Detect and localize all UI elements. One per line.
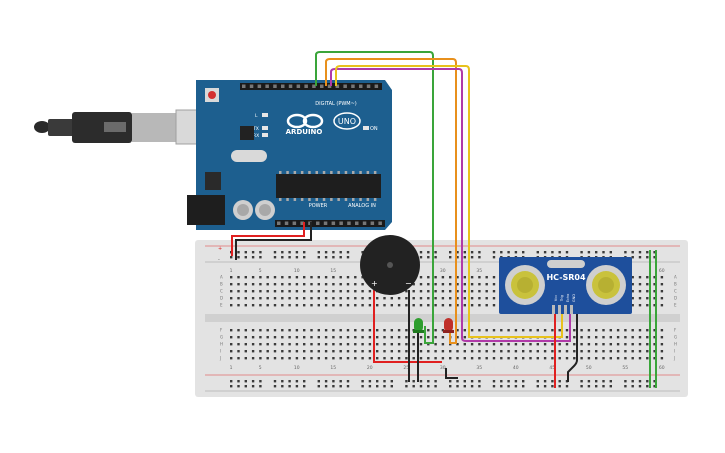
transducer-left (505, 265, 545, 305)
col-number: 50 (586, 365, 592, 371)
arduino-logo-icon (286, 112, 361, 130)
wire-red-5v[interactable] (231, 222, 305, 256)
dc-power-jack[interactable] (187, 195, 225, 225)
brand-label: ARDUINO (286, 128, 323, 136)
rail-minus-label: - (218, 257, 220, 263)
col-number: 60 (659, 365, 665, 371)
voltage-regulator (205, 172, 221, 190)
row-letter: F (674, 328, 677, 333)
row-letter: B (674, 282, 677, 287)
col-number: 5 (259, 365, 262, 371)
usb-cable[interactable] (34, 109, 205, 145)
row-letter: G (220, 335, 223, 340)
ultrasonic-sensor[interactable]: HC-SR04 Vcc Trig Echo GND (499, 257, 632, 314)
crystal-oscillator (231, 150, 267, 162)
usb-chip (240, 126, 254, 140)
rail-plus-label: + (218, 246, 222, 252)
sensor-name: HC-SR04 (546, 273, 586, 282)
col-number: 45 (549, 365, 555, 371)
row-letter: J (219, 356, 221, 361)
col-number: 35 (476, 268, 482, 274)
row-letter: E (220, 303, 223, 308)
transducer-right (586, 265, 626, 305)
wire-black-led2[interactable] (445, 368, 458, 379)
l-label: L (255, 113, 258, 119)
wire-green[interactable] (315, 51, 434, 344)
col-number: 15 (330, 268, 336, 274)
row-letter: C (220, 289, 223, 294)
row-letter: I (674, 349, 675, 354)
sensor-pin-vcc: Vcc (554, 295, 558, 301)
col-number: 30 (440, 268, 446, 274)
buzzer-minus-label: − (405, 279, 412, 288)
wires[interactable] (231, 51, 657, 388)
led-red[interactable] (443, 318, 454, 333)
row-letter: J (673, 356, 675, 361)
row-letter: D (220, 296, 223, 301)
sensor-pin-gnd: GND (572, 294, 576, 302)
on-label: ON (370, 126, 378, 132)
model-label: UNO (338, 117, 356, 126)
power-label: POWER (309, 203, 328, 209)
col-number: 40 (513, 365, 519, 371)
col-number: 10 (294, 268, 300, 274)
col-number: 5 (259, 268, 262, 274)
digital-header[interactable] (240, 83, 382, 90)
row-letter: B (220, 282, 223, 287)
col-number: 25 (403, 365, 409, 371)
col-number: 1 (230, 365, 233, 371)
row-letter: D (674, 296, 677, 301)
row-letter: A (220, 275, 223, 280)
digital-label: DIGITAL (PWM~) (315, 101, 357, 107)
wire-black-sensor-gnd[interactable] (567, 314, 578, 382)
analog-label: ANALOG IN (348, 203, 376, 209)
wire-purple[interactable] (330, 68, 571, 342)
row-letter: F (220, 328, 223, 333)
row-letter: E (674, 303, 677, 308)
wire-orange[interactable] (325, 58, 457, 344)
sensor-pin-trig: Trig (560, 295, 564, 302)
arduino-board[interactable]: ARDUINO UNO DIGITAL (PWM~) ON L TX RX PO… (187, 80, 392, 230)
sensor-pin-echo: Echo (566, 294, 570, 303)
col-number: 20 (367, 365, 373, 371)
rx-label: RX (253, 133, 259, 139)
tx-label: TX (252, 126, 259, 132)
wire-black-gnd[interactable] (235, 222, 312, 260)
atmega-chip (276, 174, 381, 198)
row-letter: H (674, 342, 677, 347)
row-letter: C (674, 289, 677, 294)
col-number: 60 (659, 268, 665, 274)
wire-red-buzzer[interactable] (373, 290, 442, 363)
row-letter: G (674, 335, 677, 340)
col-number: 10 (294, 365, 300, 371)
led-green[interactable] (413, 318, 424, 333)
col-number: 35 (476, 365, 482, 371)
row-letter: A (674, 275, 677, 280)
buzzer-plus-label: + (371, 279, 378, 288)
col-number: 30 (440, 365, 446, 371)
wire-yellow[interactable] (335, 65, 563, 338)
power-analog-header[interactable] (275, 220, 385, 227)
row-letter: I (220, 349, 221, 354)
piezo-buzzer[interactable]: + − (360, 235, 420, 295)
col-number: 1 (230, 268, 233, 274)
col-number: 15 (330, 365, 336, 371)
col-number: 55 (622, 365, 628, 371)
row-letter: H (220, 342, 223, 347)
